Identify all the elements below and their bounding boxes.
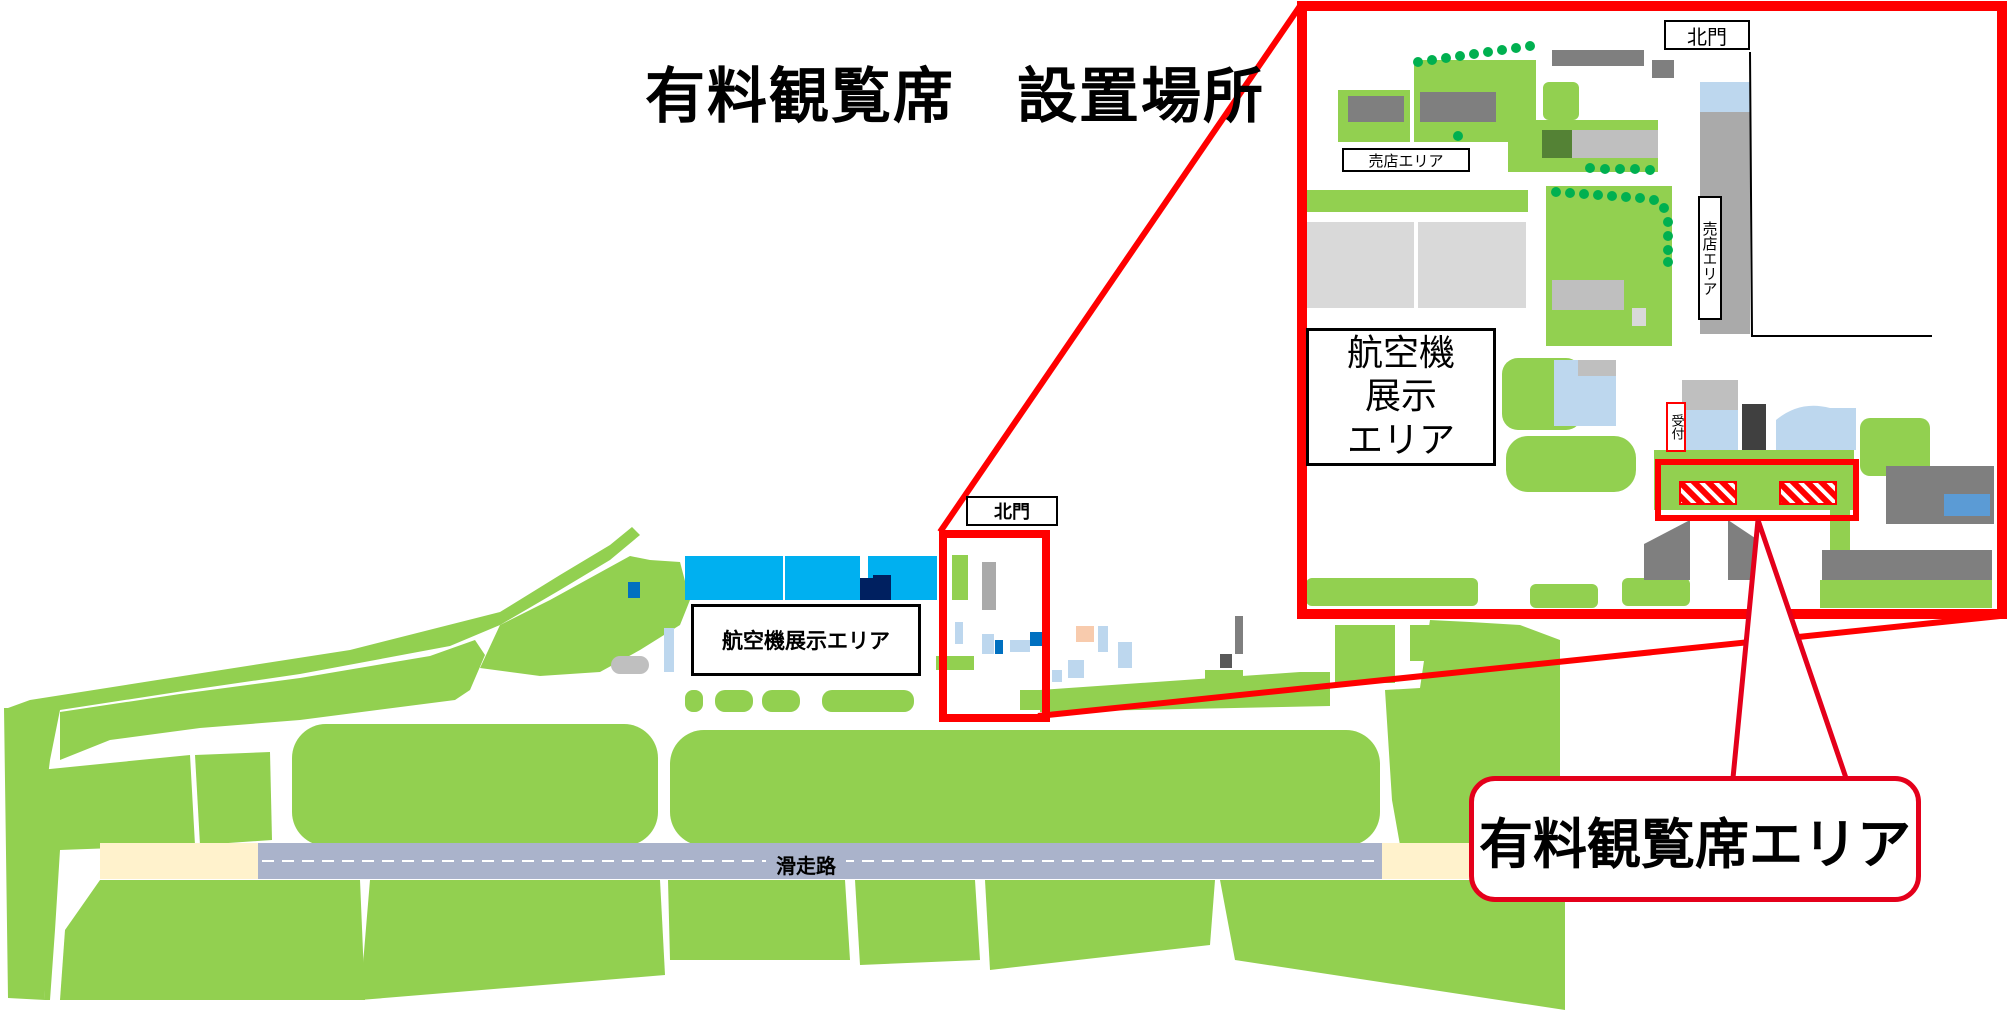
runway-overrun-west bbox=[100, 843, 258, 879]
inset-grass-nw3 bbox=[1543, 82, 1579, 120]
zoom-line-bottom bbox=[1037, 613, 2001, 719]
zoom-line-top bbox=[937, 4, 1303, 534]
building-mid-grass bbox=[952, 555, 968, 600]
building-lb-7 bbox=[1118, 642, 1132, 668]
taxi-pad-2 bbox=[762, 690, 800, 712]
inset-shop-area-vertical-label: 売店エリア bbox=[1698, 196, 1722, 320]
inset-bldg-1 bbox=[1348, 96, 1404, 122]
building-east-grass-2 bbox=[1335, 625, 1395, 683]
hangar-4 bbox=[873, 575, 891, 600]
inset-bldg-east-blue bbox=[1944, 494, 1990, 516]
building-mid-grass-3 bbox=[1020, 690, 1108, 710]
inset-bldg-5 bbox=[1542, 130, 1572, 158]
infield-west bbox=[292, 724, 658, 846]
building-lb-5 bbox=[1068, 660, 1084, 678]
inset-shop-area-label: 売店エリア bbox=[1342, 148, 1470, 172]
inset-bldg-stand-2 bbox=[1728, 520, 1758, 580]
airfield-ground bbox=[4, 527, 1565, 1010]
inset-bldg-10 bbox=[1682, 410, 1738, 450]
south-field-4 bbox=[668, 880, 850, 960]
inset-frame bbox=[1297, 1, 2007, 619]
inset-grass-s3 bbox=[1622, 578, 1690, 606]
inset-grass-center bbox=[1546, 186, 1672, 346]
inset-bldg-3 bbox=[1552, 50, 1644, 66]
inset-grass-hook bbox=[1506, 436, 1636, 492]
west-grass-area bbox=[4, 527, 640, 1000]
inset-bldg-hangar-west bbox=[1306, 222, 1414, 308]
inset-grass-s2 bbox=[1530, 584, 1598, 608]
inset-road-line bbox=[1749, 51, 1932, 337]
inset-tree-row-1 bbox=[1413, 41, 1535, 67]
inset-bldg-tall-top bbox=[1700, 82, 1750, 112]
taxi-pad-4 bbox=[685, 690, 703, 712]
inset-grass-strip bbox=[1306, 190, 1528, 212]
inset-bldg-gray-top bbox=[1578, 360, 1616, 376]
page-title: 有料観覧席 設置場所 bbox=[645, 62, 1265, 132]
south-field-5 bbox=[855, 880, 980, 965]
building-lb-3 bbox=[1010, 640, 1030, 652]
hangar-navy bbox=[860, 578, 873, 600]
building-light-1 bbox=[664, 628, 674, 672]
north-strip-grass bbox=[1040, 672, 1330, 712]
building-gray-oval bbox=[611, 656, 649, 674]
inset-bldg-4 bbox=[1652, 60, 1674, 78]
south-field-3 bbox=[360, 880, 665, 1000]
runway-overrun-east bbox=[1382, 843, 1477, 879]
inset-bldg-7 bbox=[1552, 280, 1624, 310]
reception-label: 受付 bbox=[1666, 402, 1686, 452]
inset-bldg-dark bbox=[1742, 404, 1766, 450]
inset-grass-east bbox=[1860, 418, 1930, 476]
inset-bldg-6 bbox=[1572, 130, 1658, 158]
taxi-pad-1 bbox=[715, 690, 753, 712]
seating-area-box bbox=[1655, 459, 1859, 521]
main-buildings bbox=[611, 555, 1500, 710]
building-east-grass-3 bbox=[1410, 625, 1500, 661]
inset-bldg-9 bbox=[1682, 380, 1738, 410]
inset-bldg-hangar-east bbox=[1418, 222, 1526, 308]
building-lb-2 bbox=[982, 634, 994, 654]
inset-map bbox=[1297, 1, 2007, 619]
building-east-grass bbox=[1205, 670, 1243, 688]
building-blue-2 bbox=[995, 640, 1003, 654]
taxi-pad-3 bbox=[822, 690, 914, 712]
building-lb-1 bbox=[955, 622, 963, 644]
inset-bldg-8 bbox=[1632, 308, 1646, 326]
building-east-dark bbox=[1220, 654, 1232, 668]
zoom-indicator bbox=[937, 4, 2001, 722]
inset-grass-s1 bbox=[1306, 578, 1478, 606]
runway-label: 滑走路 bbox=[766, 850, 846, 879]
inset-grass-s4 bbox=[1820, 580, 1992, 608]
aircraft-display-area-label: 航空機展示エリア bbox=[691, 604, 921, 676]
zoom-box bbox=[939, 530, 1050, 722]
inset-bldg-dome bbox=[1776, 405, 1856, 450]
paid-seating-callout: 有料観覧席エリア bbox=[1469, 776, 1921, 902]
hangar-5 bbox=[892, 556, 937, 600]
building-lb-4 bbox=[1052, 670, 1062, 682]
north-gate-label: 北門 bbox=[966, 496, 1058, 526]
hangar-1 bbox=[685, 556, 783, 600]
inset-bldg-stand-1 bbox=[1644, 520, 1690, 580]
south-field-7 bbox=[1220, 880, 1565, 1010]
inset-tree-row-2 bbox=[1453, 131, 1673, 267]
south-west-field bbox=[40, 755, 195, 1000]
building-north-gray bbox=[982, 562, 996, 610]
seating-block-west bbox=[1679, 481, 1737, 505]
building-lb-6 bbox=[1098, 626, 1108, 652]
callout-pointer bbox=[1730, 519, 1849, 779]
inset-bldg-2 bbox=[1420, 92, 1496, 122]
inset-aircraft-display-area-label: 航空機 展示 エリア bbox=[1306, 328, 1496, 466]
infield-east bbox=[670, 730, 1380, 846]
west-grass-inner bbox=[60, 640, 485, 760]
inset-bldg-south bbox=[1822, 550, 1992, 580]
building-blue-small bbox=[628, 582, 640, 598]
hangar-2 bbox=[785, 556, 860, 600]
south-field-6 bbox=[985, 880, 1215, 970]
south-field-2 bbox=[60, 880, 365, 1000]
inset-north-gate-label: 北門 bbox=[1664, 20, 1750, 50]
south-field-1 bbox=[195, 752, 272, 845]
seating-block-east bbox=[1779, 481, 1837, 505]
building-peach bbox=[1076, 626, 1094, 642]
building-east-gray bbox=[1235, 616, 1243, 654]
